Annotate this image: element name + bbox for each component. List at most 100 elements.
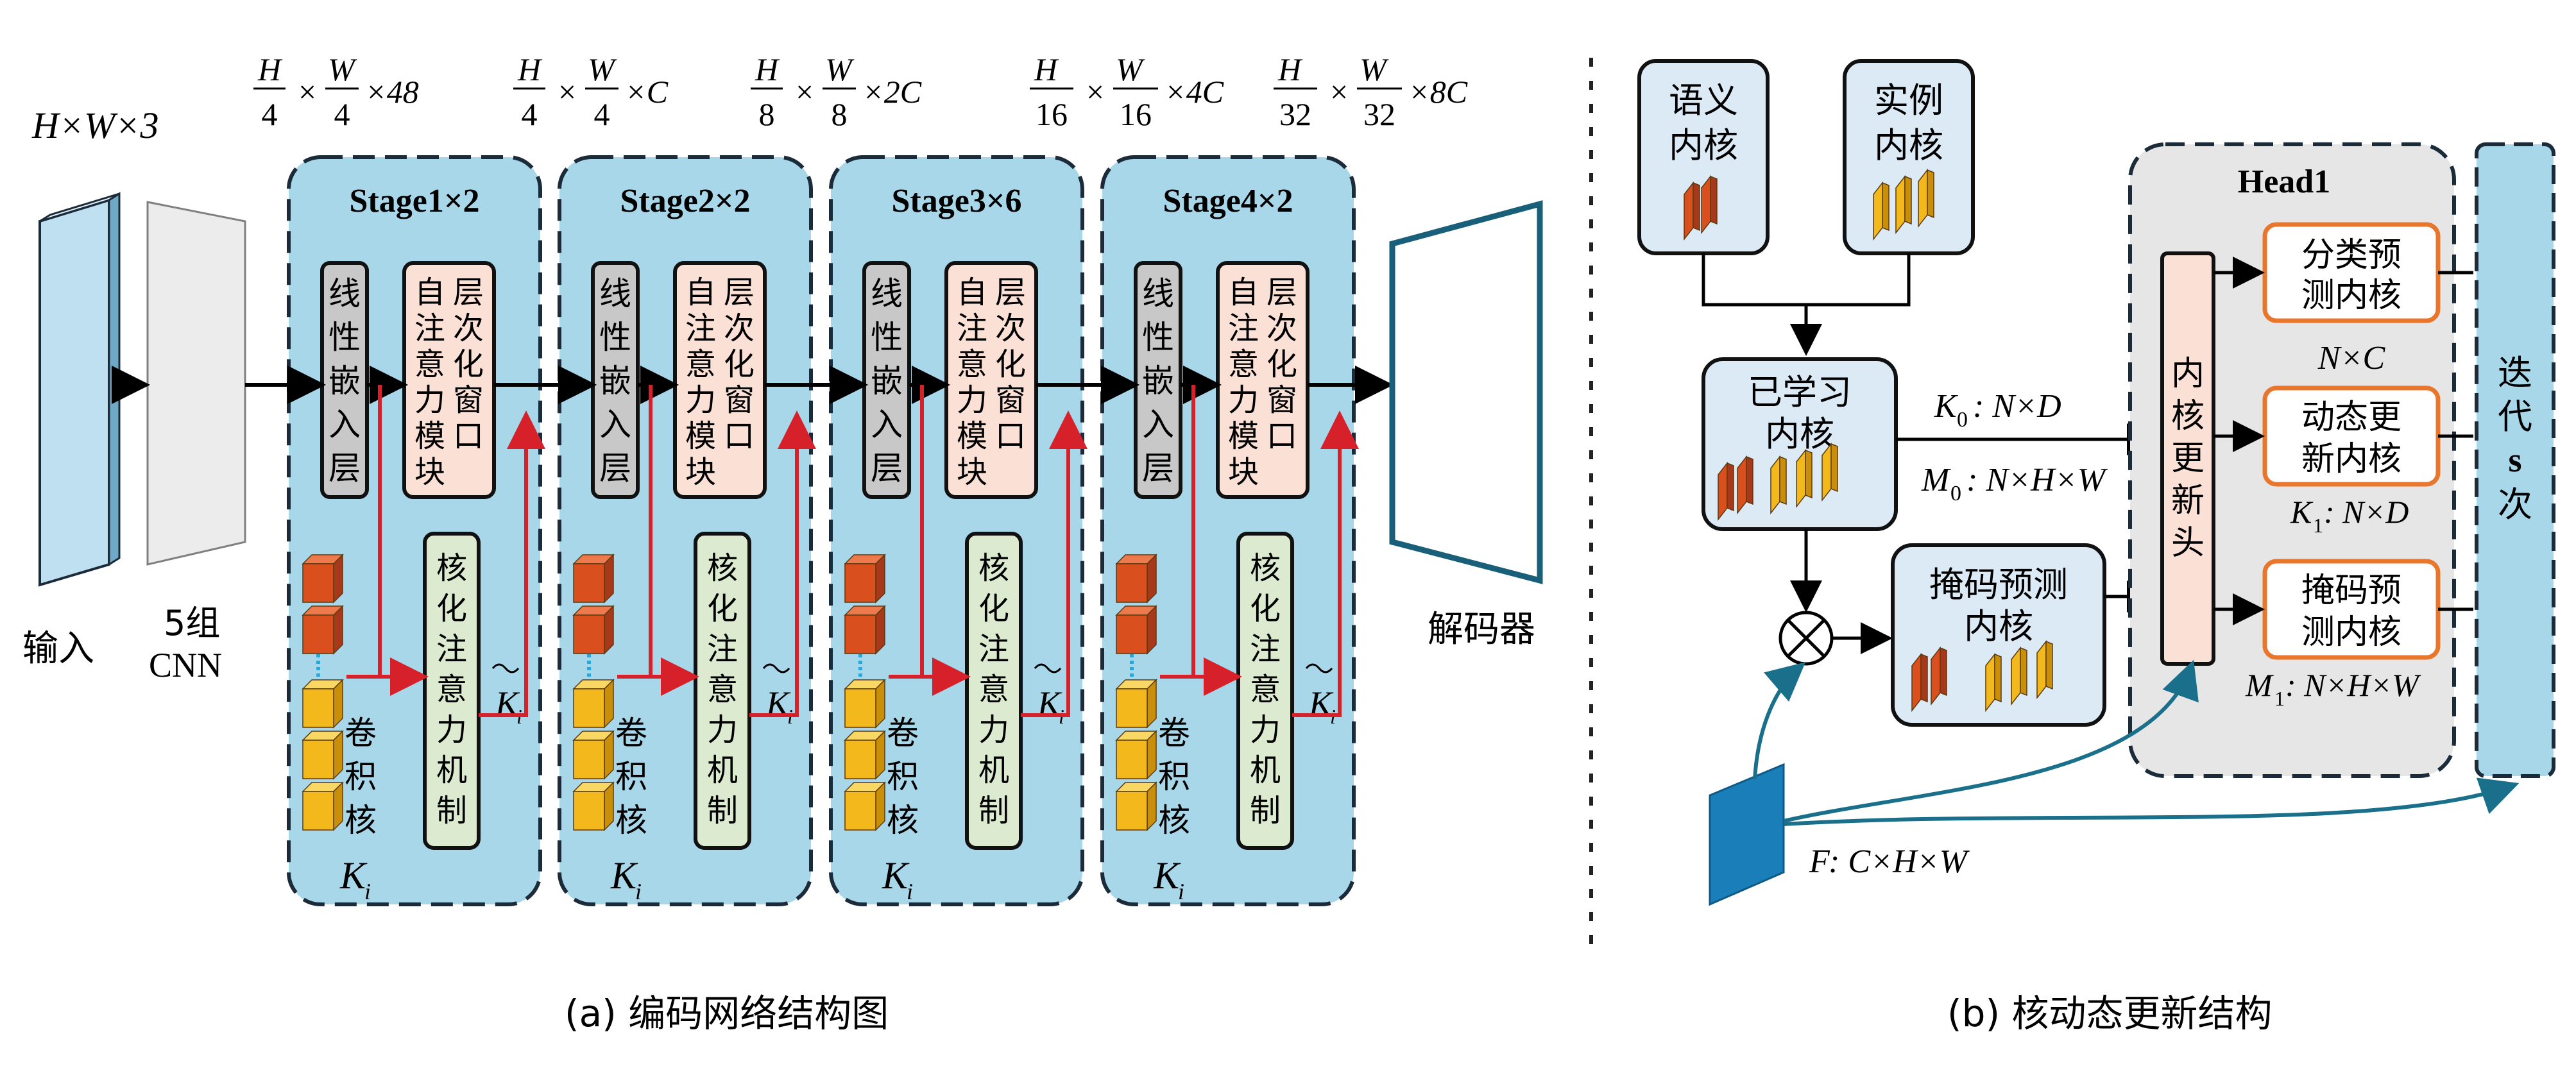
linear-embed-char: 层 (328, 450, 361, 487)
linear-embed-char: 入 (328, 406, 361, 443)
kernel-attn-char: 核 (978, 550, 1009, 586)
decoder-label: 解码器 (1428, 609, 1535, 650)
kernel-attn-char: 制 (707, 793, 738, 829)
svg-text:×48: ×48 (365, 74, 419, 110)
svg-text:H: H (1034, 51, 1059, 87)
svg-text:H: H (257, 51, 283, 87)
linear-embed-char: 入 (1142, 406, 1174, 443)
kernel-attn-char: 力 (1250, 712, 1281, 748)
window-attn-char: 次 (1267, 310, 1297, 346)
tilde-mark (1305, 663, 1333, 673)
svg-text:×: × (1330, 74, 1348, 110)
window-attn-char: 意 (1228, 346, 1259, 382)
dyn-kernel-line2: 新内核 (2301, 440, 2401, 478)
kernel-attn-char: 意 (1250, 672, 1281, 707)
update-head-char: 内 (2171, 355, 2205, 393)
mask-kernel-line1: 掩码预 (2301, 571, 2401, 610)
kernel-orange-icon (1115, 554, 1157, 604)
conv-kernel-char: 核 (345, 802, 377, 839)
window-attn-char: 自 (1228, 275, 1259, 310)
kernel-yellow-icon (1985, 652, 2002, 713)
window-attn-char: 化 (453, 346, 484, 382)
iter-char-1: 迭 (2498, 353, 2532, 393)
linear-embed-char: 层 (599, 450, 631, 487)
window-attn-char: 模 (414, 418, 445, 454)
window-attn-char: 次 (995, 310, 1026, 346)
linear-embed-char: 嵌 (1142, 362, 1174, 400)
svg-text:H: H (755, 51, 780, 87)
update-head-char: 头 (2171, 524, 2205, 563)
kernel-attn-char: 化 (707, 591, 738, 627)
kernel-attn-char: 力 (707, 712, 738, 748)
kernel-attn-char: 力 (436, 712, 467, 748)
semantic-kernel-line2: 内核 (1669, 125, 1738, 165)
iter-char-3: s (2508, 441, 2521, 479)
window-attn-char: 块 (685, 454, 716, 490)
dims-label-5: H32×W32×8C (1274, 51, 1468, 132)
window-attn-char: 层 (724, 275, 755, 310)
kernel-yellow-icon (844, 679, 886, 729)
iterate-box (2475, 142, 2555, 778)
svg-text:8: 8 (832, 96, 848, 132)
linear-embed-char: 性 (599, 319, 631, 356)
linear-embed-char: 线 (1142, 275, 1174, 312)
kernel-attn-char: 制 (978, 793, 1009, 829)
kernel-subscript: i (1178, 879, 1184, 904)
conv-kernel-char: 核 (615, 802, 647, 839)
nc-label: N×C (2317, 340, 2386, 376)
k0-label: K 0 : N×D (1934, 388, 2061, 432)
kernel-attn-char: 化 (1250, 591, 1281, 627)
svg-text:: C×H×W: : C×H×W (1829, 843, 1970, 880)
kernel-yellow-icon (302, 730, 344, 780)
update-head-char: 核 (2171, 397, 2205, 436)
window-attn-char: 窗 (453, 382, 484, 418)
kernel-orange-icon (572, 605, 615, 655)
window-attn-char: 力 (414, 382, 445, 418)
window-attn-char: 注 (1228, 310, 1259, 346)
conv-kernel-char: 积 (345, 758, 377, 795)
dims-label-2: H4×W4×C (513, 51, 669, 132)
window-attn-char: 块 (1228, 454, 1259, 490)
svg-text:: N×H×W: : N×H×W (2285, 667, 2421, 703)
conv-kernel-char: 积 (615, 758, 647, 795)
window-attn-char: 窗 (724, 382, 755, 418)
window-attn-char: 力 (1228, 382, 1259, 418)
svg-text:8: 8 (759, 96, 775, 132)
window-attn-char: 层 (1267, 275, 1297, 310)
svg-text:32: 32 (1363, 96, 1395, 132)
instance-kernel-icons (1873, 168, 1934, 241)
linear-embed-char: 入 (871, 406, 903, 443)
svg-text:M: M (2245, 667, 2274, 703)
head1-title: Head1 (2238, 164, 2330, 200)
stage-title: Stage1×2 (350, 183, 480, 219)
kernel-yellow-icon (844, 730, 886, 780)
kernel-orange-icon (302, 605, 344, 655)
svg-text:W: W (1360, 51, 1389, 87)
svg-text:1: 1 (2274, 687, 2285, 710)
kernel-yellow-icon (572, 781, 615, 831)
window-attn-char: 注 (957, 310, 987, 346)
update-head-char: 更 (2171, 439, 2205, 478)
kernel-symbol: K (610, 854, 638, 897)
window-attn-char: 自 (957, 275, 987, 310)
learned-kernel-line2: 内核 (1765, 414, 1834, 454)
svg-text:K: K (2290, 494, 2314, 530)
window-attn-char: 注 (685, 310, 716, 346)
conv-kernel-char: 核 (1158, 802, 1190, 839)
svg-text:×2C: ×2C (862, 74, 922, 110)
kernel-attn-char: 机 (978, 752, 1009, 788)
feature-map (1709, 763, 1785, 906)
kernel-orange-icon (1115, 605, 1157, 655)
kernel-yellow-icon (1895, 174, 1912, 235)
k1-label: K 1 : N×D (2290, 494, 2409, 537)
kernel-orange-icon (572, 554, 615, 604)
kernel-attn-char: 核 (1250, 550, 1281, 586)
window-attn-char: 块 (957, 454, 987, 490)
kernel-attn-char: 制 (436, 793, 467, 829)
encoder-panel: H×W×3 输入 5组 CNN Stage1×2线性嵌入层自注意力模块层次化窗口… (22, 51, 1543, 1035)
conv-kernel-char: 卷 (887, 715, 919, 752)
kernel-symbol: K (882, 854, 910, 897)
